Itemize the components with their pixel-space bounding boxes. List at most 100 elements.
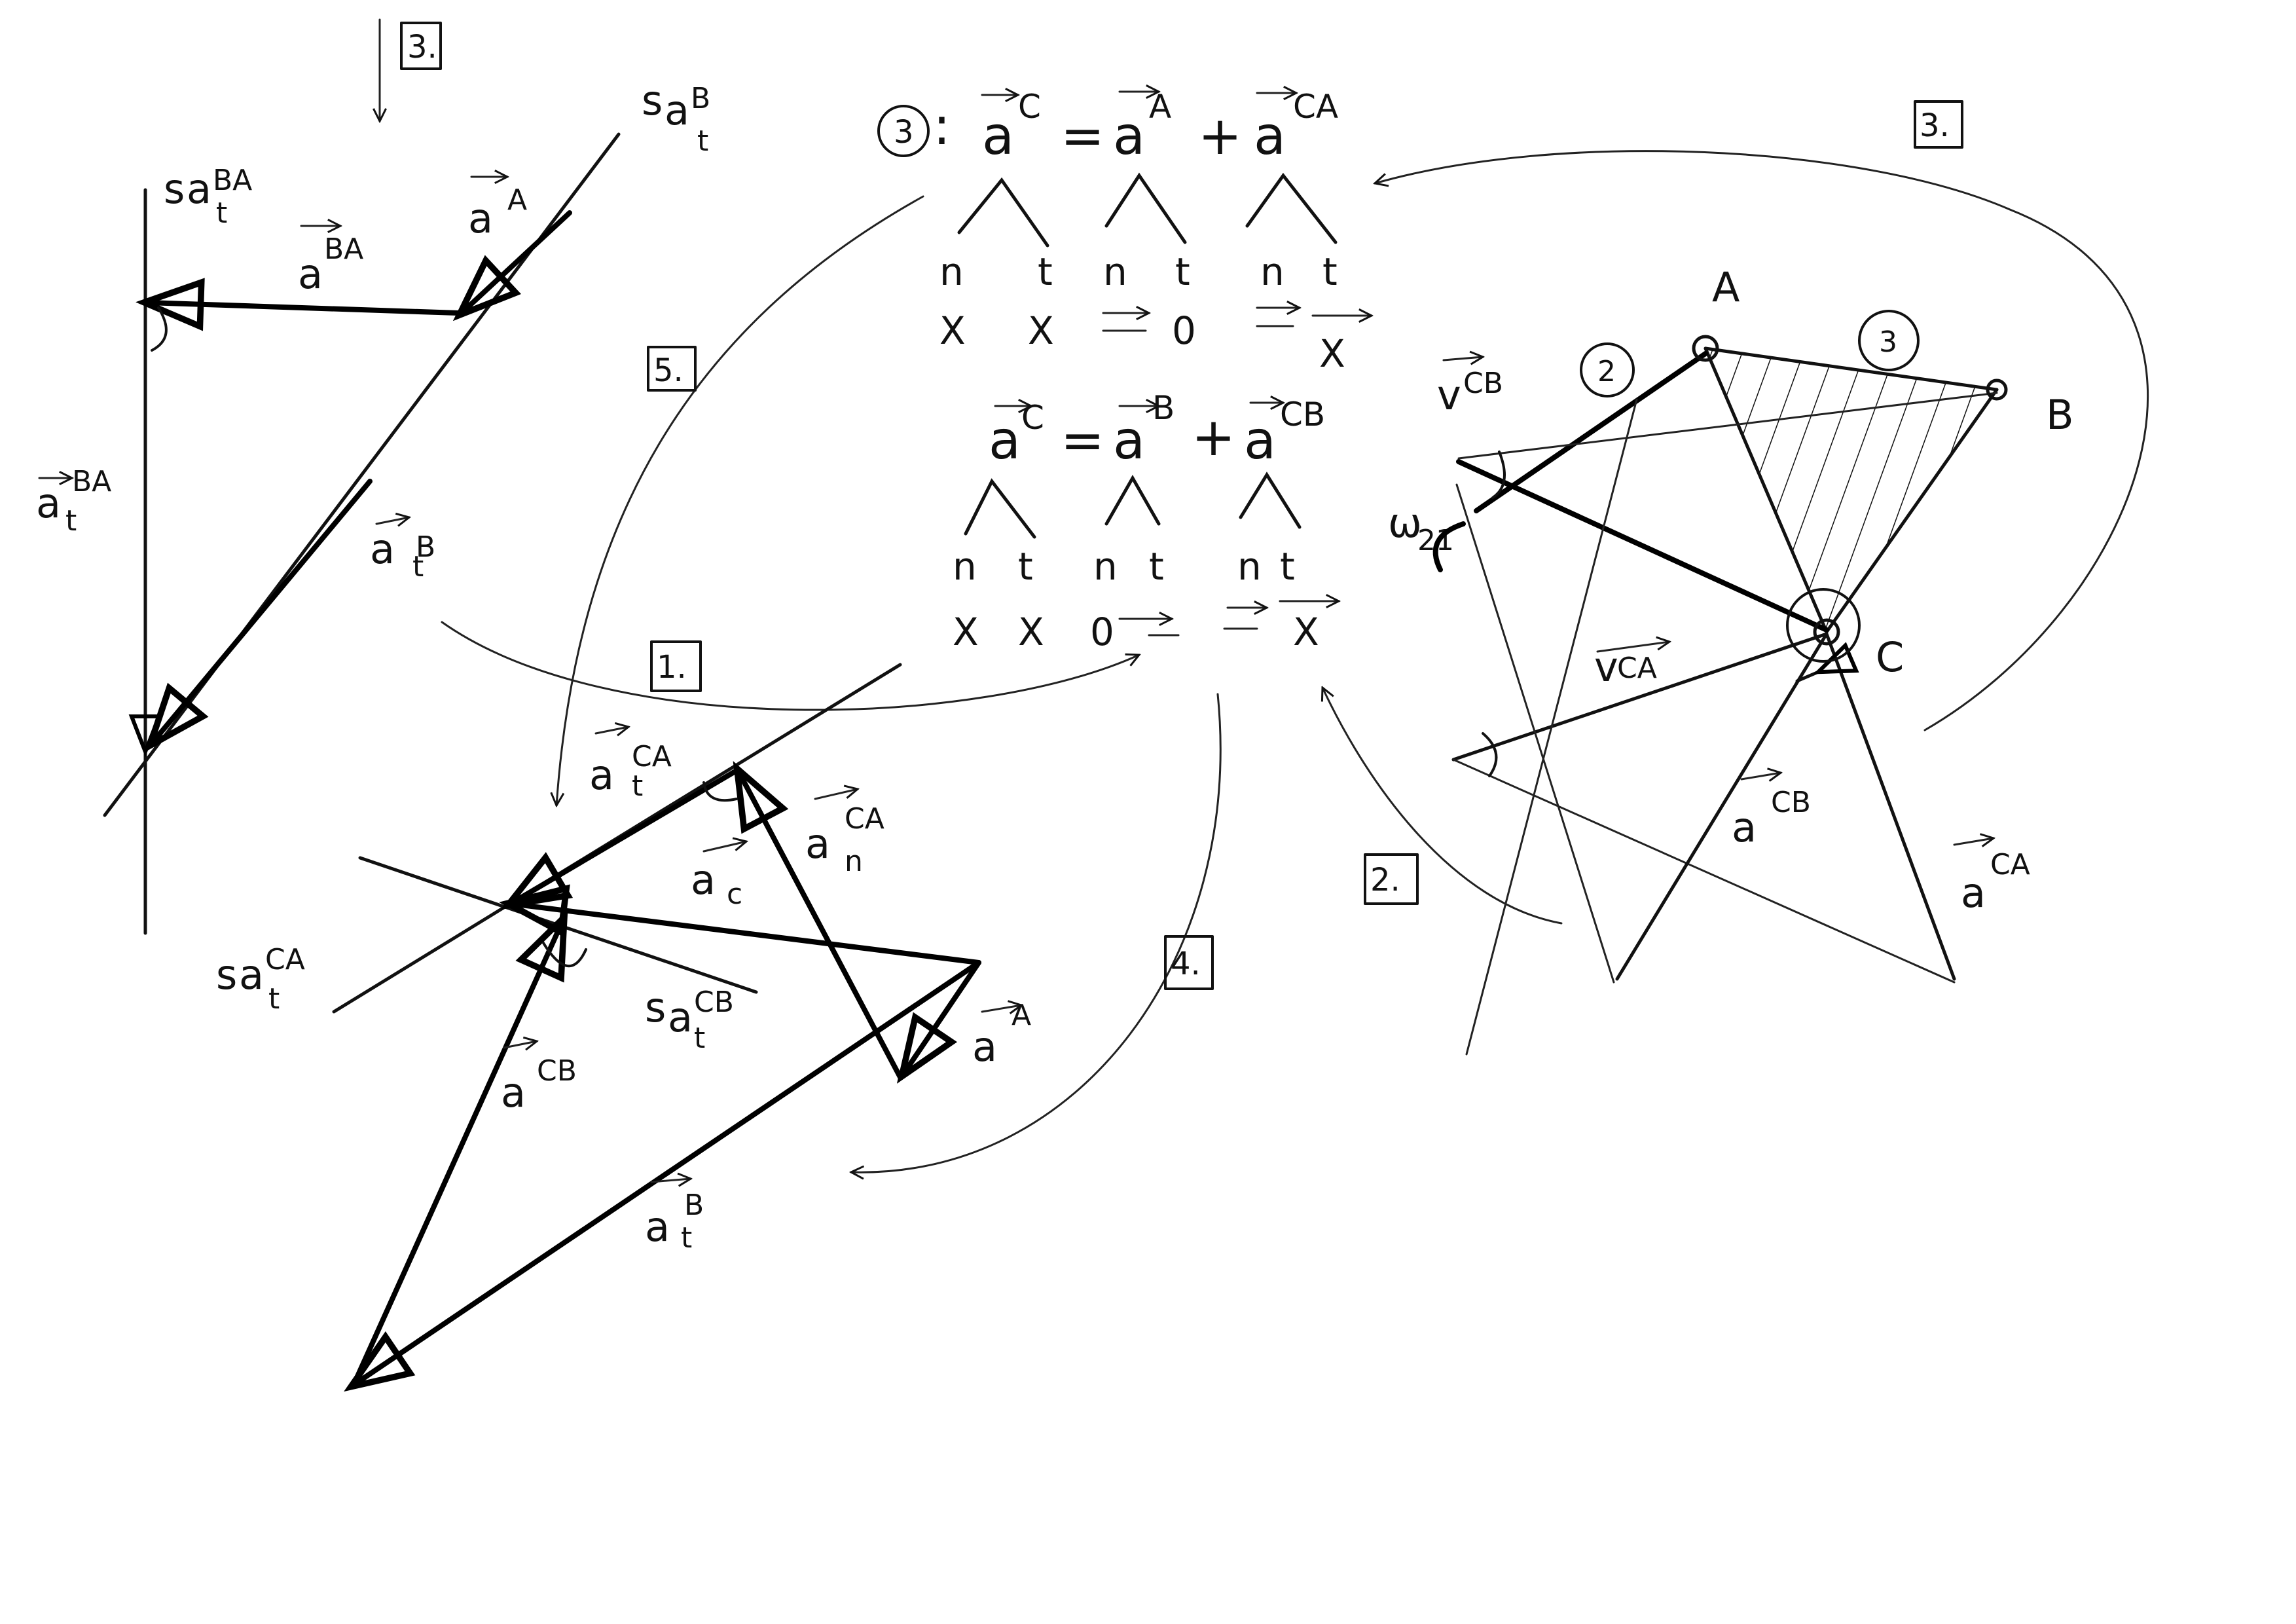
svg-text:3.: 3. — [1920, 107, 1950, 144]
svg-text:X: X — [1319, 331, 1345, 376]
label-a-cb-n-mech: a CB — [1732, 773, 1811, 851]
svg-text:X: X — [953, 610, 979, 654]
label-a-ca-n-mech: a CA — [1953, 838, 2030, 917]
construction-line-2 — [1455, 483, 1615, 984]
joint-a — [1692, 335, 1719, 362]
flow-arrows — [380, 18, 2149, 1172]
svg-text:a: a — [501, 1069, 526, 1116]
svg-text:X: X — [1028, 308, 1054, 353]
svg-text:t: t — [694, 1022, 705, 1055]
svg-text:C: C — [1876, 633, 1904, 681]
svg-text:CA: CA — [1990, 848, 2030, 881]
svg-text:s: s — [164, 165, 185, 213]
split-cb — [1239, 471, 1302, 529]
flow-arrow-5 — [556, 195, 924, 805]
a-cb-n-line — [1615, 632, 1829, 981]
svg-text:B: B — [416, 530, 435, 564]
svg-text:a: a — [989, 410, 1021, 471]
link-bc — [1825, 388, 1999, 634]
svg-text:a: a — [239, 951, 264, 999]
link-3-circle — [1858, 310, 1920, 371]
svg-text:B: B — [691, 82, 710, 115]
svg-text:a: a — [668, 993, 693, 1041]
svg-text:n: n — [1237, 544, 1262, 589]
construction-line-3 — [1452, 758, 1956, 984]
svg-text:a: a — [1254, 105, 1286, 166]
svg-text:0: 0 — [1090, 610, 1114, 654]
svg-text:a: a — [370, 525, 395, 573]
svg-text:A: A — [1712, 263, 1740, 311]
equation-marker — [877, 105, 930, 157]
svg-text:CA: CA — [845, 802, 884, 836]
step-markers: 3. 3. 5. 1. 2. 4. — [400, 22, 1963, 990]
split-ca — [1245, 172, 1338, 244]
svg-text:X: X — [1018, 610, 1044, 654]
svg-text:CB: CB — [1463, 367, 1503, 400]
construction-line-1 — [1457, 392, 1998, 460]
angle-arc-v-ca — [1482, 732, 1498, 777]
vector-a-c — [511, 904, 981, 965]
svg-text:n: n — [1093, 544, 1118, 589]
svg-text:a: a — [1244, 410, 1276, 471]
label-v-ca: v CA — [1594, 642, 1669, 691]
svg-text:a: a — [187, 165, 211, 213]
svg-text:B: B — [1152, 389, 1175, 427]
svg-text:A: A — [1149, 88, 1171, 126]
link-2-circle — [1580, 342, 1635, 397]
svg-text:a: a — [1113, 410, 1145, 471]
label-a-c: a c — [691, 841, 746, 911]
svg-text:1.: 1. — [657, 649, 687, 686]
omega-arrow — [1432, 521, 1466, 572]
svg-text:5.: 5. — [653, 352, 683, 389]
svg-text:n: n — [953, 544, 977, 589]
label-a-b-t-2: a B t — [645, 1179, 704, 1255]
svg-text:ω: ω — [1388, 499, 1422, 547]
svg-text:a: a — [691, 856, 716, 904]
split-b — [1104, 474, 1161, 526]
svg-text:t: t — [1175, 249, 1190, 294]
label-omega: ω 21 — [1388, 499, 1466, 572]
label-s-ca: s a CA t — [216, 943, 305, 1016]
right-angle-mark — [151, 306, 168, 352]
svg-text:CB: CB — [694, 986, 734, 1019]
svg-text:t: t — [632, 769, 643, 803]
joint-c — [1813, 618, 1840, 646]
label-v-cb: v CB — [1437, 357, 1503, 419]
label-s-b: s a B t — [642, 77, 710, 158]
a-ca-n-line — [1825, 632, 1956, 981]
svg-text:v: v — [1594, 643, 1618, 691]
svg-text:X: X — [1293, 610, 1319, 654]
flow-arrow-4 — [851, 693, 1222, 1172]
label-a-ca-t: a CA t — [589, 727, 672, 803]
svg-text:a: a — [1961, 869, 1986, 917]
svg-text:t: t — [1018, 544, 1033, 589]
svg-text:s: s — [216, 951, 237, 999]
label-a-ba-n: a BA — [298, 226, 363, 298]
label-a-b-t: a B t — [370, 517, 435, 583]
split-c2 — [964, 478, 1036, 539]
svg-text:BA: BA — [324, 232, 363, 266]
right-angle-mark-2 — [702, 781, 738, 802]
svg-text::: : — [933, 96, 951, 157]
construction-line-4 — [1465, 398, 1638, 1056]
link-ac — [1704, 346, 1829, 634]
vector-a-ba-n — [147, 303, 461, 313]
svg-text:t: t — [216, 196, 227, 230]
plan-bottom: a CA t a c a CA n s a CA t s a CB t — [216, 663, 1031, 1385]
arrow-at-c — [1795, 671, 1820, 683]
svg-text:a: a — [1113, 105, 1145, 166]
svg-text:a: a — [36, 479, 61, 527]
svg-text:2: 2 — [1597, 355, 1616, 388]
label-a-ba-t: a BA t — [36, 465, 111, 538]
svg-text:0: 0 — [1172, 308, 1196, 353]
svg-text:CB: CB — [1280, 396, 1325, 434]
svg-text:s: s — [645, 984, 666, 1031]
svg-text:s: s — [642, 77, 663, 124]
svg-text:+: + — [1192, 407, 1235, 468]
svg-text:v: v — [1437, 371, 1461, 419]
svg-text:a: a — [982, 105, 1014, 166]
equation-2: a C = a B + a CB n t n t n t X X 0 X — [953, 389, 1339, 654]
right-angle-mark-3 — [542, 942, 587, 968]
svg-text:t: t — [1280, 544, 1295, 589]
